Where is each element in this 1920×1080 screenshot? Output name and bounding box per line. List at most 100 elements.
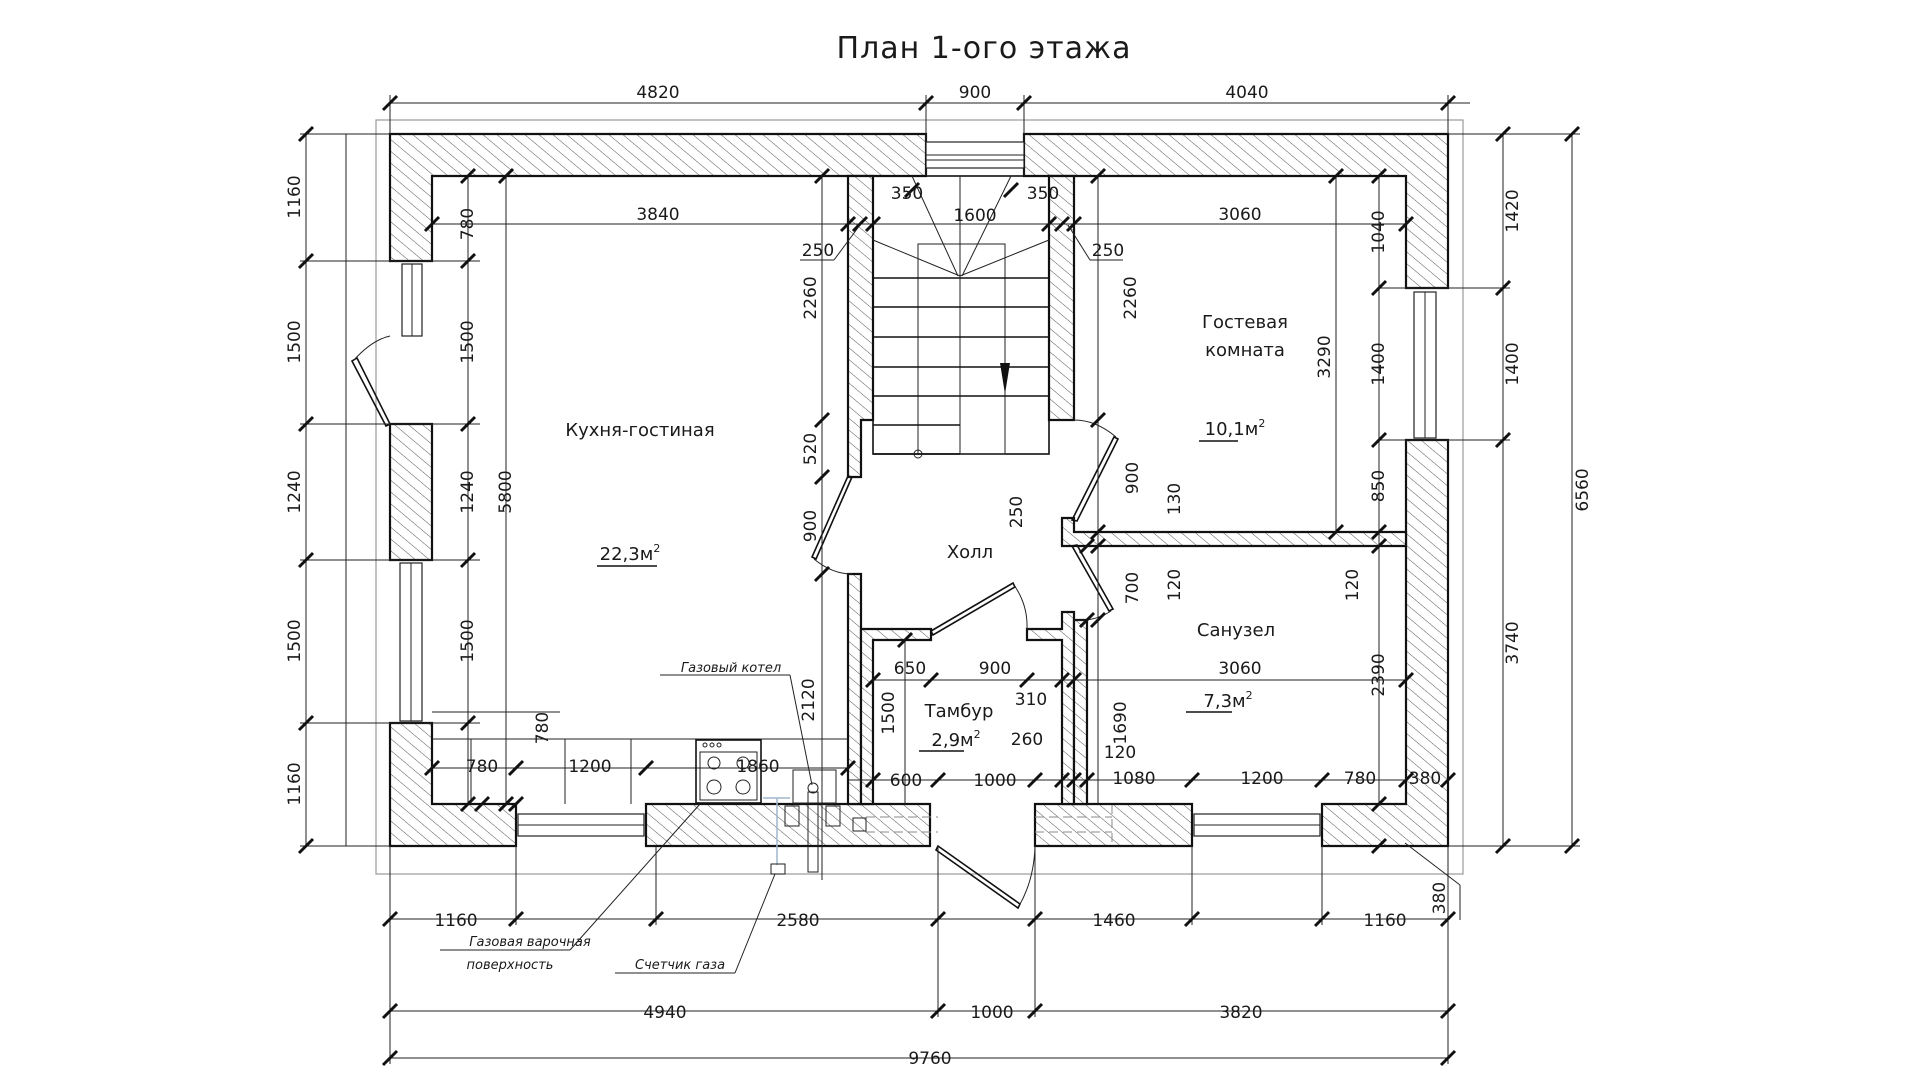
door-left-terrace	[350, 335, 392, 428]
dimension-tick	[1439, 771, 1457, 789]
dim-left-inner-5: 780	[533, 712, 553, 744]
dim-hall-left-900: 900	[801, 510, 821, 542]
dim-left-outer-1: 1160	[285, 175, 305, 218]
dimension-tick	[851, 215, 869, 233]
dimension-tick	[297, 551, 315, 569]
note-gas-boiler: Газовый котел	[681, 661, 781, 676]
dimension-tick	[1397, 771, 1415, 789]
dimension-tick	[297, 252, 315, 270]
dim-boiler-height: 2120	[799, 678, 819, 721]
dimension-tick	[297, 125, 315, 143]
dimension-tick	[1563, 125, 1581, 143]
doors	[350, 335, 1120, 910]
dimension-tick	[1327, 167, 1345, 185]
door-bath	[1070, 544, 1115, 621]
dim-partition-120-left: 120	[1165, 569, 1185, 601]
dim-bath-width: 3060	[1218, 659, 1261, 679]
dimension-tick	[929, 1002, 947, 1020]
dimension-ticks	[297, 94, 1581, 1067]
dimension-tick	[1370, 279, 1388, 297]
dim-bottom-1160-left: 1160	[434, 911, 477, 931]
dimension-tick	[1370, 837, 1388, 855]
dimension-tick	[1002, 181, 1020, 199]
dimension-tick	[839, 215, 857, 233]
dim-bath-bottom-780: 780	[1344, 769, 1376, 789]
room-kitchen-area: 22,3м2	[600, 542, 661, 565]
dimension-tick	[1065, 671, 1083, 689]
wall-top-left	[388, 132, 928, 263]
dim-left-outer-5: 1160	[285, 762, 305, 805]
dim-stair-1600: 1600	[953, 206, 996, 226]
wall-bottom-kitchen	[644, 802, 932, 848]
wall-kitchen-hall	[846, 572, 863, 806]
dimension-tick	[507, 759, 525, 777]
dim-bottom-1160-right: 1160	[1363, 911, 1406, 931]
dim-stair-350-right: 350	[1027, 184, 1059, 204]
dim-right-outer-1400: 1400	[1503, 342, 1523, 385]
dimension-tick	[1026, 771, 1044, 789]
dimension-tick	[1065, 215, 1083, 233]
dimension-tick	[297, 714, 315, 732]
room-hall-name: Холл	[947, 542, 993, 563]
dim-corner-380: 380	[1430, 882, 1450, 914]
dim-stair-wall-right: 250	[1092, 241, 1124, 261]
dimension-tick	[1313, 910, 1331, 928]
dim-vestibule-310: 310	[1015, 690, 1047, 710]
dimension-tick	[813, 411, 831, 429]
foundation-outline	[375, 119, 1464, 875]
dimension-tick	[1026, 1002, 1044, 1020]
dim-counter-780: 780	[466, 757, 498, 777]
door-guest-room	[1070, 419, 1120, 522]
dimension-tick	[381, 1002, 399, 1020]
dimension-tick	[1078, 611, 1096, 629]
gas-boiler	[792, 769, 837, 873]
dim-top-kitchen: 4820	[636, 83, 679, 103]
dimension-tick	[1370, 795, 1388, 813]
dimension-tick	[1439, 1049, 1457, 1067]
window-right	[1413, 291, 1437, 439]
room-vestibule-name: Тамбур	[924, 701, 994, 722]
leader-lines	[440, 224, 1461, 974]
dimension-tick	[1053, 771, 1071, 789]
dimension-tick	[1370, 537, 1388, 555]
dimension-tick	[473, 795, 491, 813]
dimension-tick	[423, 759, 441, 777]
dimension-tick	[1494, 837, 1512, 855]
dim-left-inner-2: 1500	[458, 320, 478, 363]
dimension-tick	[459, 714, 477, 732]
dimension-tick	[1015, 94, 1033, 112]
dimension-tick	[864, 671, 882, 689]
dim-counter-1200: 1200	[568, 757, 611, 777]
dimension-tick	[381, 910, 399, 928]
dimension-tick	[647, 910, 665, 928]
window-bottom-bath	[1193, 813, 1321, 837]
dim-guest-door: 900	[1123, 462, 1143, 494]
room-guest-name-line2: комната	[1205, 340, 1285, 361]
dimension-tick	[864, 215, 882, 233]
dimension-tick	[929, 910, 947, 928]
dimension-tick	[1053, 215, 1071, 233]
gas-hob	[695, 739, 762, 804]
staircase	[872, 175, 1050, 459]
dimension-tick	[1397, 671, 1415, 689]
dimension-tick	[1089, 167, 1107, 185]
dimension-tick	[1313, 771, 1331, 789]
window-top-stair	[925, 141, 1025, 169]
dimension-tick	[507, 795, 525, 813]
dimension-tick	[922, 671, 940, 689]
dim-left-outer-3: 1240	[285, 470, 305, 513]
stair-direction-arrow-icon	[1000, 363, 1010, 394]
dimension-tick	[497, 795, 515, 813]
plan-title: План 1-ого этажа	[837, 31, 1132, 66]
dimension-tick	[1370, 523, 1388, 541]
interior-dimension-lines	[432, 176, 1406, 880]
room-bath-name: Санузел	[1197, 620, 1275, 641]
dimension-tick	[507, 910, 525, 928]
window-left-lower	[399, 562, 423, 722]
wall-left-bottom	[388, 721, 518, 848]
dim-vestibule-260: 260	[1011, 730, 1043, 750]
dim-bath-bottom-380: 380	[1409, 769, 1441, 789]
room-bath-area: 7,3м2	[1203, 689, 1252, 712]
dimension-tick	[637, 759, 655, 777]
